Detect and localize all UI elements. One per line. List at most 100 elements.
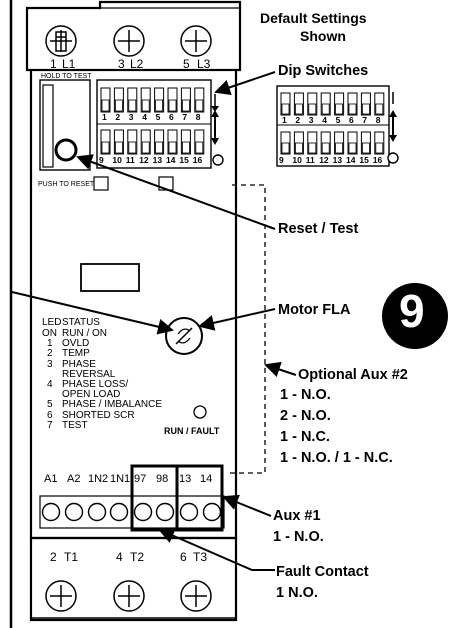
dip-switch-number: 8 <box>375 115 381 125</box>
aux1-box <box>175 464 224 532</box>
led-code: 1 <box>47 338 53 350</box>
dip-switches-leader <box>214 71 276 96</box>
led-code: 7 <box>47 419 53 431</box>
terminal-screw-t2 <box>113 580 145 612</box>
default-settings-title: Default Settings <box>260 10 367 26</box>
dip-switch-number: 15 <box>179 155 189 165</box>
led-code: 5 <box>47 399 53 411</box>
dip-switch-number: 4 <box>322 115 327 125</box>
optional-aux-leader <box>264 361 297 378</box>
led-status: OPEN LOAD <box>62 389 121 401</box>
terminal-t3-label: T3 <box>193 550 208 564</box>
optional-aux-outline <box>228 184 266 474</box>
led-status: TEMP <box>62 348 90 360</box>
terminal-t2-num: 4 <box>116 550 123 564</box>
dip-switch-number: 14 <box>346 155 356 165</box>
dip-switch-number: 8 <box>195 112 201 122</box>
control-terminal-label: 97 <box>134 473 147 485</box>
dip-switch-knob <box>348 103 357 115</box>
dip-switch-number: 4 <box>142 112 147 122</box>
control-terminal-screw[interactable] <box>109 502 129 522</box>
dip-switch-knob <box>361 103 370 115</box>
dip-switch-knob <box>195 99 204 112</box>
dip-switch-number: 11 <box>125 155 135 165</box>
aux1-label: Aux #1 <box>273 508 321 524</box>
status-header: STATUS <box>62 317 100 328</box>
motor-fla-dial[interactable] <box>165 317 203 355</box>
dip-switch-knob <box>294 142 303 154</box>
run-fault-led <box>193 405 207 419</box>
dip-switches-label: Dip Switches <box>278 63 369 79</box>
motor-fla-leader <box>198 308 276 331</box>
led-status: RUN / ON <box>62 328 107 339</box>
terminal-t1-num: 2 <box>50 550 57 564</box>
optional-aux-option-3: 1 - N.C. <box>280 429 330 445</box>
dip-switch-number: 2 <box>115 112 121 122</box>
fault-contact-label: Fault Contact <box>276 564 369 580</box>
dip-switch-number: 9 <box>99 155 104 165</box>
terminal-screw-l3 <box>180 25 212 57</box>
control-terminal-label: 13 <box>179 473 192 485</box>
dip-switch-knob <box>155 141 164 154</box>
aux1-sub-label: 1 - N.O. <box>273 529 324 545</box>
top-terminal-screws <box>45 25 212 57</box>
dip-switch-knob <box>168 141 177 154</box>
dip-switch-number: 16 <box>372 155 383 165</box>
dip-switch-knob <box>128 141 137 154</box>
control-terminal-label: 1N1 <box>110 473 131 485</box>
optional-aux-option-2: 2 - N.O. <box>280 408 331 424</box>
led-status: SHORTED SCR <box>62 409 135 421</box>
dip-switch-knob <box>195 141 204 154</box>
dip-switch-number: 5 <box>335 115 341 125</box>
dip-switch-number: 7 <box>182 112 188 122</box>
dip-switch-knob <box>155 99 164 112</box>
fault-contact-sub-label: 1 N.O. <box>276 585 318 601</box>
fla-left-leader <box>11 291 174 335</box>
dip-switch-knob <box>321 103 330 115</box>
dip-switch-number: 3 <box>308 115 314 125</box>
control-terminal-screw[interactable] <box>155 502 175 522</box>
dip-switch-number: 1 <box>102 112 107 122</box>
dip-switch-knob <box>101 99 110 112</box>
device-dip-switch-block <box>96 79 224 169</box>
dip-switch-number: 13 <box>332 155 343 165</box>
motor-fla-label: Motor FLA <box>278 302 351 318</box>
dip-switch-number: 12 <box>139 155 149 165</box>
led-status: PHASE / IMBALANCE <box>62 399 163 411</box>
default-dip-switch-block <box>276 85 399 167</box>
led-status: PHASE LOSS/ <box>62 379 129 390</box>
reset-test-button[interactable] <box>54 138 78 162</box>
dip-switch-knob <box>101 141 110 154</box>
control-terminal-screw[interactable] <box>202 502 222 522</box>
dip-switch-number: 6 <box>349 115 354 125</box>
dip-switch-number: 6 <box>169 112 174 122</box>
led-status: REVERSAL <box>62 368 116 380</box>
control-terminal-screw[interactable] <box>87 502 107 522</box>
terminal-l1-label: L1 <box>62 57 76 71</box>
terminal-screw-l1 <box>45 25 77 57</box>
led-status: PHASE <box>62 358 96 370</box>
dip-switch-knob <box>321 142 330 154</box>
dip-switch-knob <box>128 99 137 112</box>
control-terminal-screw[interactable] <box>179 502 199 522</box>
bottom-terminal-screws <box>45 580 212 612</box>
reset-test-label: Reset / Test <box>278 221 359 237</box>
control-terminal-label: A1 <box>44 473 58 485</box>
dip-switch-number: 10 <box>292 155 302 165</box>
test-panel-frame <box>39 79 91 171</box>
dip-switch-knob <box>294 103 303 115</box>
dip-switch-knob <box>141 99 150 112</box>
optional-aux-label: Optional Aux #2 <box>298 367 408 383</box>
dip-switch-number: 15 <box>359 155 369 165</box>
terminal-l2-label: L2 <box>130 57 144 71</box>
control-terminal-screw[interactable] <box>64 502 84 522</box>
dip-switch-knob <box>115 141 123 154</box>
hold-to-test-label: HOLD TO TEST <box>41 73 92 80</box>
terminal-l3-label: L3 <box>197 57 211 71</box>
led-header: LED <box>42 317 62 328</box>
led-code: 4 <box>47 379 53 390</box>
dip-switch-number: 2 <box>295 115 301 125</box>
control-terminal-screw[interactable] <box>133 502 153 522</box>
control-terminal-screw[interactable] <box>41 502 61 522</box>
